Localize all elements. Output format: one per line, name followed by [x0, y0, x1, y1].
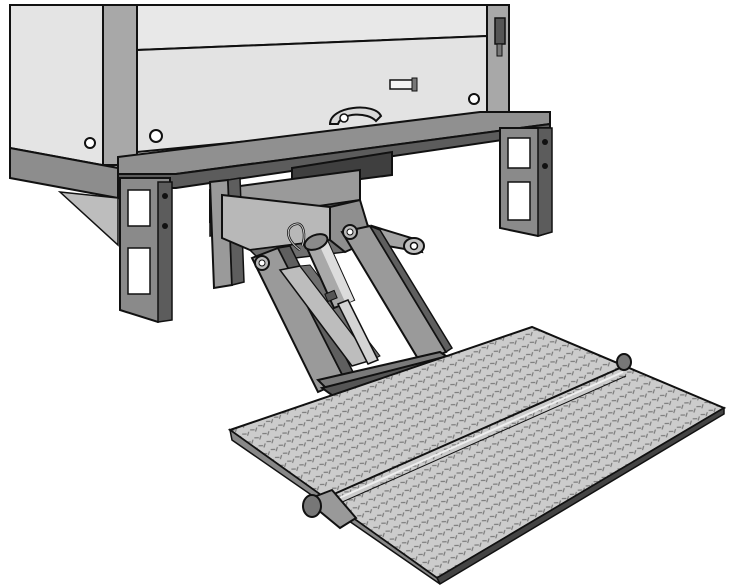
pivot-pin-icon	[409, 241, 419, 251]
bumper-leg-left	[119, 177, 173, 324]
lift-mount-frame	[208, 150, 393, 290]
side-marker-light-icon	[84, 137, 96, 149]
door-hinge-icon	[494, 17, 506, 45]
bolt-icon	[162, 193, 168, 199]
door-latch-icon	[389, 79, 415, 90]
fold-hinge-left	[302, 488, 358, 530]
platform-fold-seam	[324, 367, 621, 499]
hydraulic-cylinder	[287, 222, 380, 365]
right-side-bracket	[370, 224, 425, 255]
bumper-leg-right	[499, 127, 553, 238]
bolt-icon	[542, 139, 548, 145]
door-frame-left-post	[102, 4, 138, 166]
truck-side-underbody	[57, 191, 119, 247]
truck-side-wall	[9, 4, 119, 170]
bolt-icon	[542, 163, 548, 169]
door-bolt-icon	[468, 93, 480, 105]
fold-hinge-right	[616, 353, 632, 371]
cylinder-rod	[336, 299, 380, 365]
liftgate-platform	[227, 325, 727, 586]
bolt-icon	[162, 223, 168, 229]
door-bolt-icon	[149, 129, 163, 143]
